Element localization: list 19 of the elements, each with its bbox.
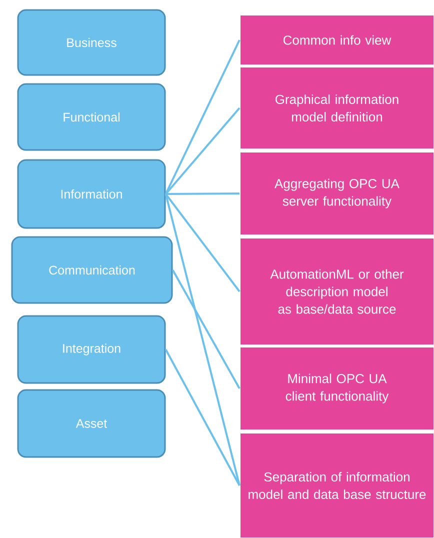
layer-box: Communication — [11, 236, 173, 304]
connector-line — [164, 193, 240, 292]
feature-box: Aggregating OPC UA server functionality — [240, 152, 434, 236]
feature-box: AutomationML or other description model as base/data source — [240, 238, 434, 346]
layer-box: Business — [17, 9, 166, 76]
connector-line — [166, 192, 240, 195]
feature-box: Minimal OPC UA client functionality — [240, 346, 434, 430]
connector-line — [164, 349, 240, 486]
feature-box: Separation of information model and data base structure — [240, 432, 434, 538]
connector-line — [164, 40, 240, 194]
layer-box: Information — [17, 159, 166, 229]
layer-box: Integration — [17, 315, 166, 384]
connector-line — [164, 194, 240, 486]
layer-box: Asset — [17, 389, 166, 458]
connector-line — [165, 107, 240, 195]
feature-box: Graphical information model definition — [240, 66, 434, 150]
feature-box: Common info view — [240, 14, 434, 66]
connector-line — [172, 270, 240, 389]
layer-box: Functional — [17, 83, 166, 151]
